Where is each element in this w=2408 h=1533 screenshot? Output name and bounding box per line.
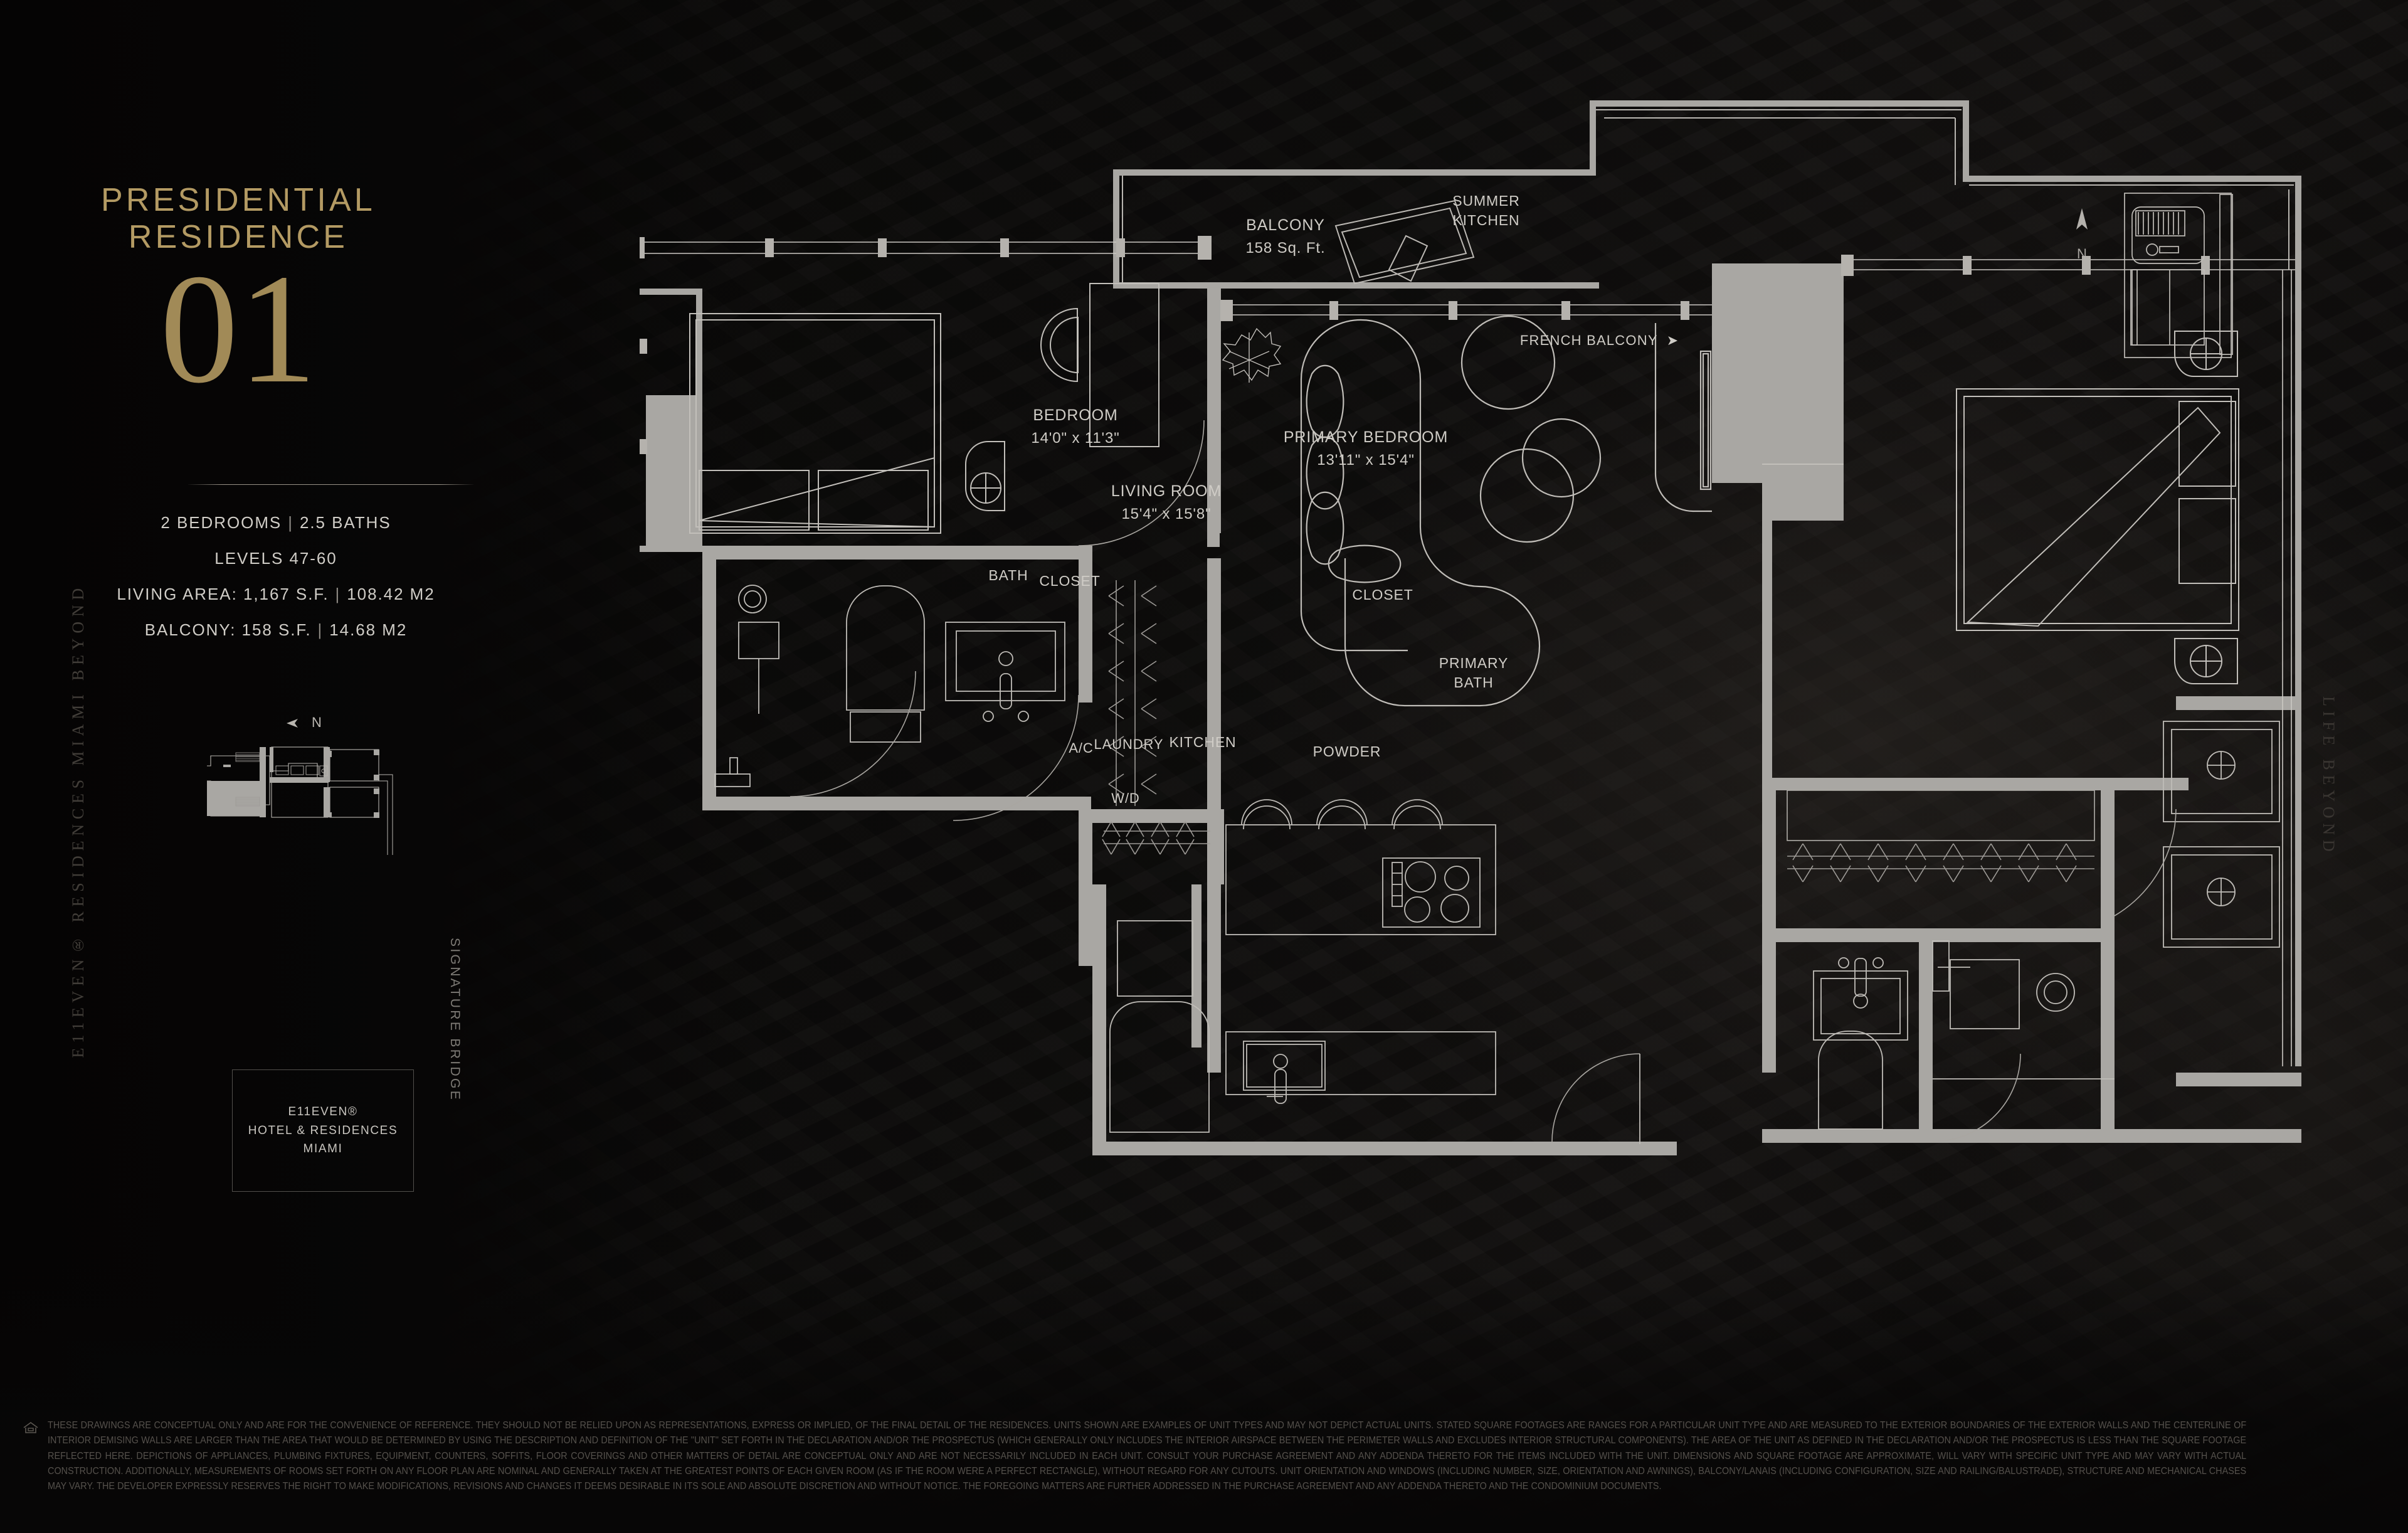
- room-label-wd: W/D: [1111, 790, 1139, 807]
- spec-living-area-m2: 108.42 M2: [347, 585, 435, 603]
- title-line-2: RESIDENCE: [128, 219, 349, 256]
- spec-bedrooms-baths: 2 BEDROOMS | 2.5 BATHS: [110, 513, 442, 533]
- closet-hangers: [1102, 580, 2095, 883]
- room-name-bath: BATH: [988, 567, 1028, 583]
- plan-walls: [640, 100, 2301, 1155]
- room-name-ac: A/C: [1069, 740, 1094, 756]
- room-label-closet-guest: CLOSET: [1039, 573, 1100, 590]
- logo-line-3: MIAMI: [303, 1142, 343, 1156]
- logo-line-1: E11EVEN®: [288, 1105, 358, 1119]
- room-name-laundry: LAUNDRY: [1094, 736, 1164, 752]
- french-balcony-label: FRENCH BALCONY ➤: [1520, 332, 1678, 349]
- room-label-powder: POWDER: [1313, 743, 1381, 760]
- title-line-1: PRESIDENTIAL: [100, 182, 376, 218]
- room-name-wd: W/D: [1111, 790, 1140, 806]
- room-label-ac: A/C: [1069, 740, 1093, 756]
- spec-separator-3: |: [317, 620, 324, 639]
- room-dim-living-room: 15'4" x 15'8": [1121, 506, 1212, 522]
- room-name-primary-bedroom: PRIMARY BEDROOM: [1283, 428, 1449, 446]
- primary-bath-fixtures: [1813, 721, 2280, 1142]
- plant-decor: [1222, 327, 1282, 383]
- room-label-balcony: BALCONY 158 Sq. Ft.: [1245, 216, 1325, 257]
- brand-left-vertical: E11EVEN® RESIDENCES MIAMI BEYOND: [69, 583, 87, 1058]
- divider: [188, 484, 473, 485]
- room-label-summer-kitchen: SUMMER KITCHEN: [1452, 191, 1520, 230]
- french-balcony-arrow-icon: ➤: [1666, 332, 1679, 348]
- living-room-furniture: [1300, 315, 1712, 707]
- french-balcony-text: FRENCH BALCONY: [1519, 332, 1658, 348]
- room-name-kitchen: KITCHEN: [1169, 734, 1237, 750]
- room-name-summer-kitchen: SUMMER KITCHEN: [1452, 193, 1520, 229]
- ac-wd-fixtures: [1109, 920, 1210, 1133]
- disclaimer-text: THESE DRAWINGS ARE CONCEPTUAL ONLY AND A…: [48, 1420, 2247, 1492]
- spec-balcony-m2: 14.68 M2: [329, 620, 408, 639]
- brand-right-vertical: LIFE BEYOND: [2320, 696, 2338, 857]
- room-label-primary-bedroom: PRIMARY BEDROOM 13'11" x 15'4": [1284, 428, 1448, 469]
- spec-separator: |: [288, 513, 293, 532]
- disclaimer: THESE DRAWINGS ARE CONCEPTUAL ONLY AND A…: [23, 1418, 2387, 1494]
- balcony-outline: [1122, 109, 2294, 284]
- primary-bedroom-furniture: [1762, 331, 2239, 684]
- brand-logo-box: E11EVEN® HOTEL & RESIDENCES MIAMI: [232, 1069, 414, 1192]
- spec-levels: LEVELS 47-60: [214, 549, 337, 568]
- floor-plan-drawing: [640, 100, 2301, 1155]
- room-label-bedroom: BEDROOM 14'0" x 11'3": [1031, 406, 1119, 447]
- equal-housing-icon: [23, 1422, 38, 1434]
- room-label-primary-bath: PRIMARY BATH: [1439, 654, 1509, 692]
- bedroom-furniture: [689, 283, 1205, 546]
- room-label-laundry: LAUNDRY: [1094, 736, 1164, 753]
- spec-bedrooms: 2 BEDROOMS: [161, 513, 282, 532]
- keyplan-diagram: [207, 746, 393, 855]
- spec-baths: 2.5 BATHS: [299, 513, 391, 532]
- room-label-closet-primary: CLOSET: [1352, 586, 1413, 603]
- room-label-bath: BATH: [988, 567, 1028, 584]
- guest-bath-fixtures: [714, 585, 1079, 821]
- room-dim-bedroom: 14'0" x 11'3": [1031, 430, 1120, 447]
- room-name-powder: POWDER: [1312, 743, 1381, 760]
- room-name-closet-primary: CLOSET: [1352, 586, 1413, 603]
- signature-bridge-label: SIGNATURE BRIDGE: [448, 938, 462, 1102]
- north-arrow-icon: [2076, 208, 2088, 230]
- balcony-furniture: [1334, 199, 1475, 285]
- room-dim-primary-bedroom: 13'11" x 15'4": [1317, 452, 1415, 469]
- logo-line-2: HOTEL & RESIDENCES: [248, 1123, 398, 1137]
- spec-list: 2 BEDROOMS | 2.5 BATHS LEVELS 47-60 LIVING…: [110, 513, 442, 656]
- spec-balcony-sf: BALCONY: 158 S.F.: [144, 620, 312, 639]
- room-name-primary-bath: PRIMARY BATH: [1439, 655, 1509, 691]
- page-title: PRESIDENTIAL RESIDENCE: [72, 182, 404, 257]
- room-label-living-room: LIVING ROOM 15'4" x 15'8": [1111, 482, 1222, 523]
- window-mullions: [640, 236, 2295, 1066]
- key-plan: N: [207, 714, 470, 975]
- north-arrow-icon: [287, 719, 298, 728]
- floor-plan: N: [640, 82, 2333, 1305]
- room-name-balcony: BALCONY: [1246, 216, 1325, 234]
- keyplan-north-label: N: [312, 714, 324, 730]
- kitchen-fixtures: [1225, 799, 1640, 1144]
- keyplan-north-indicator: N: [285, 714, 324, 731]
- room-name-closet-guest: CLOSET: [1039, 573, 1101, 589]
- room-dim-balcony: 158 Sq. Ft.: [1245, 240, 1326, 257]
- brand-logo-text: E11EVEN® HOTEL & RESIDENCES MIAMI: [248, 1103, 398, 1158]
- spec-living-area: LIVING AREA: 1,167 S.F. | 108.42 M2: [110, 585, 442, 604]
- summer-kitchen-fixtures: [2124, 193, 2233, 358]
- spec-separator-2: |: [335, 585, 341, 603]
- spec-balcony: BALCONY: 158 S.F. | 14.68 M2: [110, 620, 442, 640]
- room-name-living-room: LIVING ROOM: [1111, 482, 1222, 500]
- room-name-bedroom: BEDROOM: [1033, 406, 1118, 424]
- info-panel: PRESIDENTIAL RESIDENCE 01 2 BEDROOMS | 2.5…: [0, 0, 514, 1533]
- spec-living-area-sf: LIVING AREA: 1,167 S.F.: [117, 585, 329, 603]
- unit-number: 01: [160, 242, 317, 416]
- room-label-kitchen: KITCHEN: [1169, 734, 1236, 751]
